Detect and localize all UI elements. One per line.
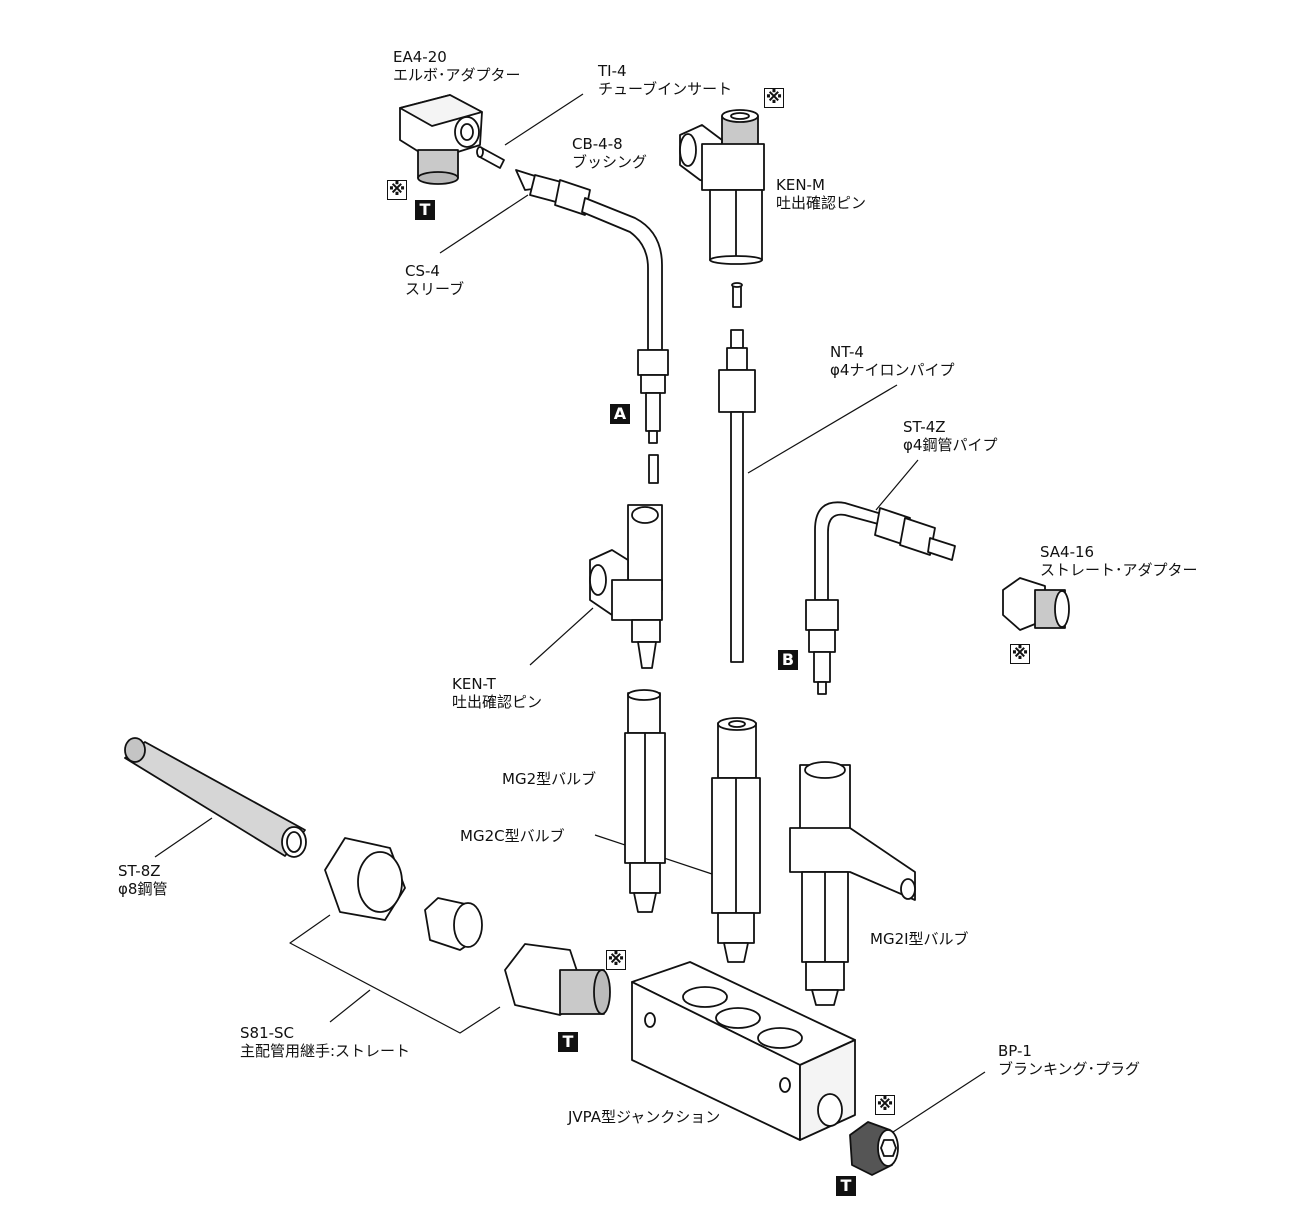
part-name: スリーブ <box>405 280 465 298</box>
part-name: ストレート･アダプター <box>1040 561 1198 579</box>
part-name: JVPA型ジャンクション <box>568 1108 721 1126</box>
mg2c-valve <box>711 717 761 963</box>
label-jvpa: JVPA型ジャンクション <box>568 1108 720 1126</box>
ken-t-pin <box>648 454 659 484</box>
part-name: MG2型バルブ <box>502 770 597 788</box>
note-mark-bp1: ※ <box>875 1095 895 1115</box>
part-name: MG2I型バルブ <box>870 930 969 948</box>
note-mark-ea4: ※ <box>387 180 407 200</box>
st-4z-steel-pipe <box>805 501 956 695</box>
part-code: NT-4 <box>830 343 864 361</box>
part-code: SA4-16 <box>1040 543 1095 561</box>
part-name: 吐出確認ピン <box>776 194 867 212</box>
part-code: CB-4-8 <box>572 135 623 153</box>
part-code: KEN-T <box>452 675 496 693</box>
part-name: チューブインサート <box>598 80 733 98</box>
label-mg2: MG2型バルブ <box>502 770 596 788</box>
s81-sc-fitting-set <box>324 837 611 1016</box>
label-bp-1: BP-1 ブランキング･プラグ <box>998 1042 1140 1078</box>
part-code: KEN-M <box>776 176 825 194</box>
part-name: ブッシング <box>572 153 648 171</box>
part-name: 主配管用継手:ストレート <box>240 1042 411 1060</box>
ea4-20-elbow-adapter <box>399 94 483 185</box>
part-name: φ8鋼管 <box>118 880 168 898</box>
part-code: ST-4Z <box>903 418 946 436</box>
badge-t-s81: T <box>558 1032 578 1052</box>
part-code: TI-4 <box>598 62 627 80</box>
label-ti-4: TI-4 チューブインサート <box>598 62 732 98</box>
badge-a: A <box>610 404 630 424</box>
part-code: ST-8Z <box>118 862 161 880</box>
label-s81-sc: S81-SC 主配管用継手:ストレート <box>240 1024 410 1060</box>
label-st-8z: ST-8Z φ8鋼管 <box>118 862 167 898</box>
part-code: BP-1 <box>998 1042 1032 1060</box>
label-ken-m: KEN-M 吐出確認ピン <box>776 176 866 212</box>
ken-m-discharge-pin <box>679 109 765 265</box>
jvpa-junction <box>631 961 856 1141</box>
note-mark-ken-m: ※ <box>764 88 784 108</box>
label-mg2c: MG2C型バルブ <box>460 827 565 845</box>
st-8z-steel-pipe <box>124 737 307 858</box>
part-name: エルボ･アダプター <box>393 66 521 84</box>
part-code: S81-SC <box>240 1024 295 1042</box>
label-mg2i: MG2I型バルブ <box>870 930 969 948</box>
ken-t-discharge-pin <box>589 504 663 669</box>
part-code: CS-4 <box>405 262 440 280</box>
part-name: φ4ナイロンパイプ <box>830 361 955 379</box>
note-mark-sa4: ※ <box>1010 644 1030 664</box>
part-name: MG2C型バルブ <box>460 827 565 845</box>
part-name: 吐出確認ピン <box>452 693 543 711</box>
cb-4-8-bushing-pipe <box>515 169 669 444</box>
label-cb-4-8: CB-4-8 ブッシング <box>572 135 647 171</box>
nylon-pipe-fittings <box>718 282 756 663</box>
badge-b: B <box>778 650 798 670</box>
label-ea4-20: EA4-20 エルボ･アダプター <box>393 48 521 84</box>
label-st-4z: ST-4Z φ4鋼管パイプ <box>903 418 997 454</box>
sa4-16-straight-adapter <box>1002 577 1070 631</box>
note-mark-s81: ※ <box>606 950 626 970</box>
badge-t-ea4: T <box>415 200 435 220</box>
ti-4-tube-insert <box>476 146 505 169</box>
label-ken-t: KEN-T 吐出確認ピン <box>452 675 542 711</box>
mg2i-valve <box>789 761 916 1006</box>
label-nt-4: NT-4 φ4ナイロンパイプ <box>830 343 954 379</box>
part-name: ブランキング･プラグ <box>998 1060 1141 1078</box>
badge-t-bp1: T <box>836 1176 856 1196</box>
part-code: EA4-20 <box>393 48 447 66</box>
bp-1-blanking-plug <box>849 1121 899 1176</box>
part-name: φ4鋼管パイプ <box>903 436 998 454</box>
mg2-valve <box>624 689 666 913</box>
label-sa4-16: SA4-16 ストレート･アダプター <box>1040 543 1198 579</box>
label-cs-4: CS-4 スリーブ <box>405 262 464 298</box>
